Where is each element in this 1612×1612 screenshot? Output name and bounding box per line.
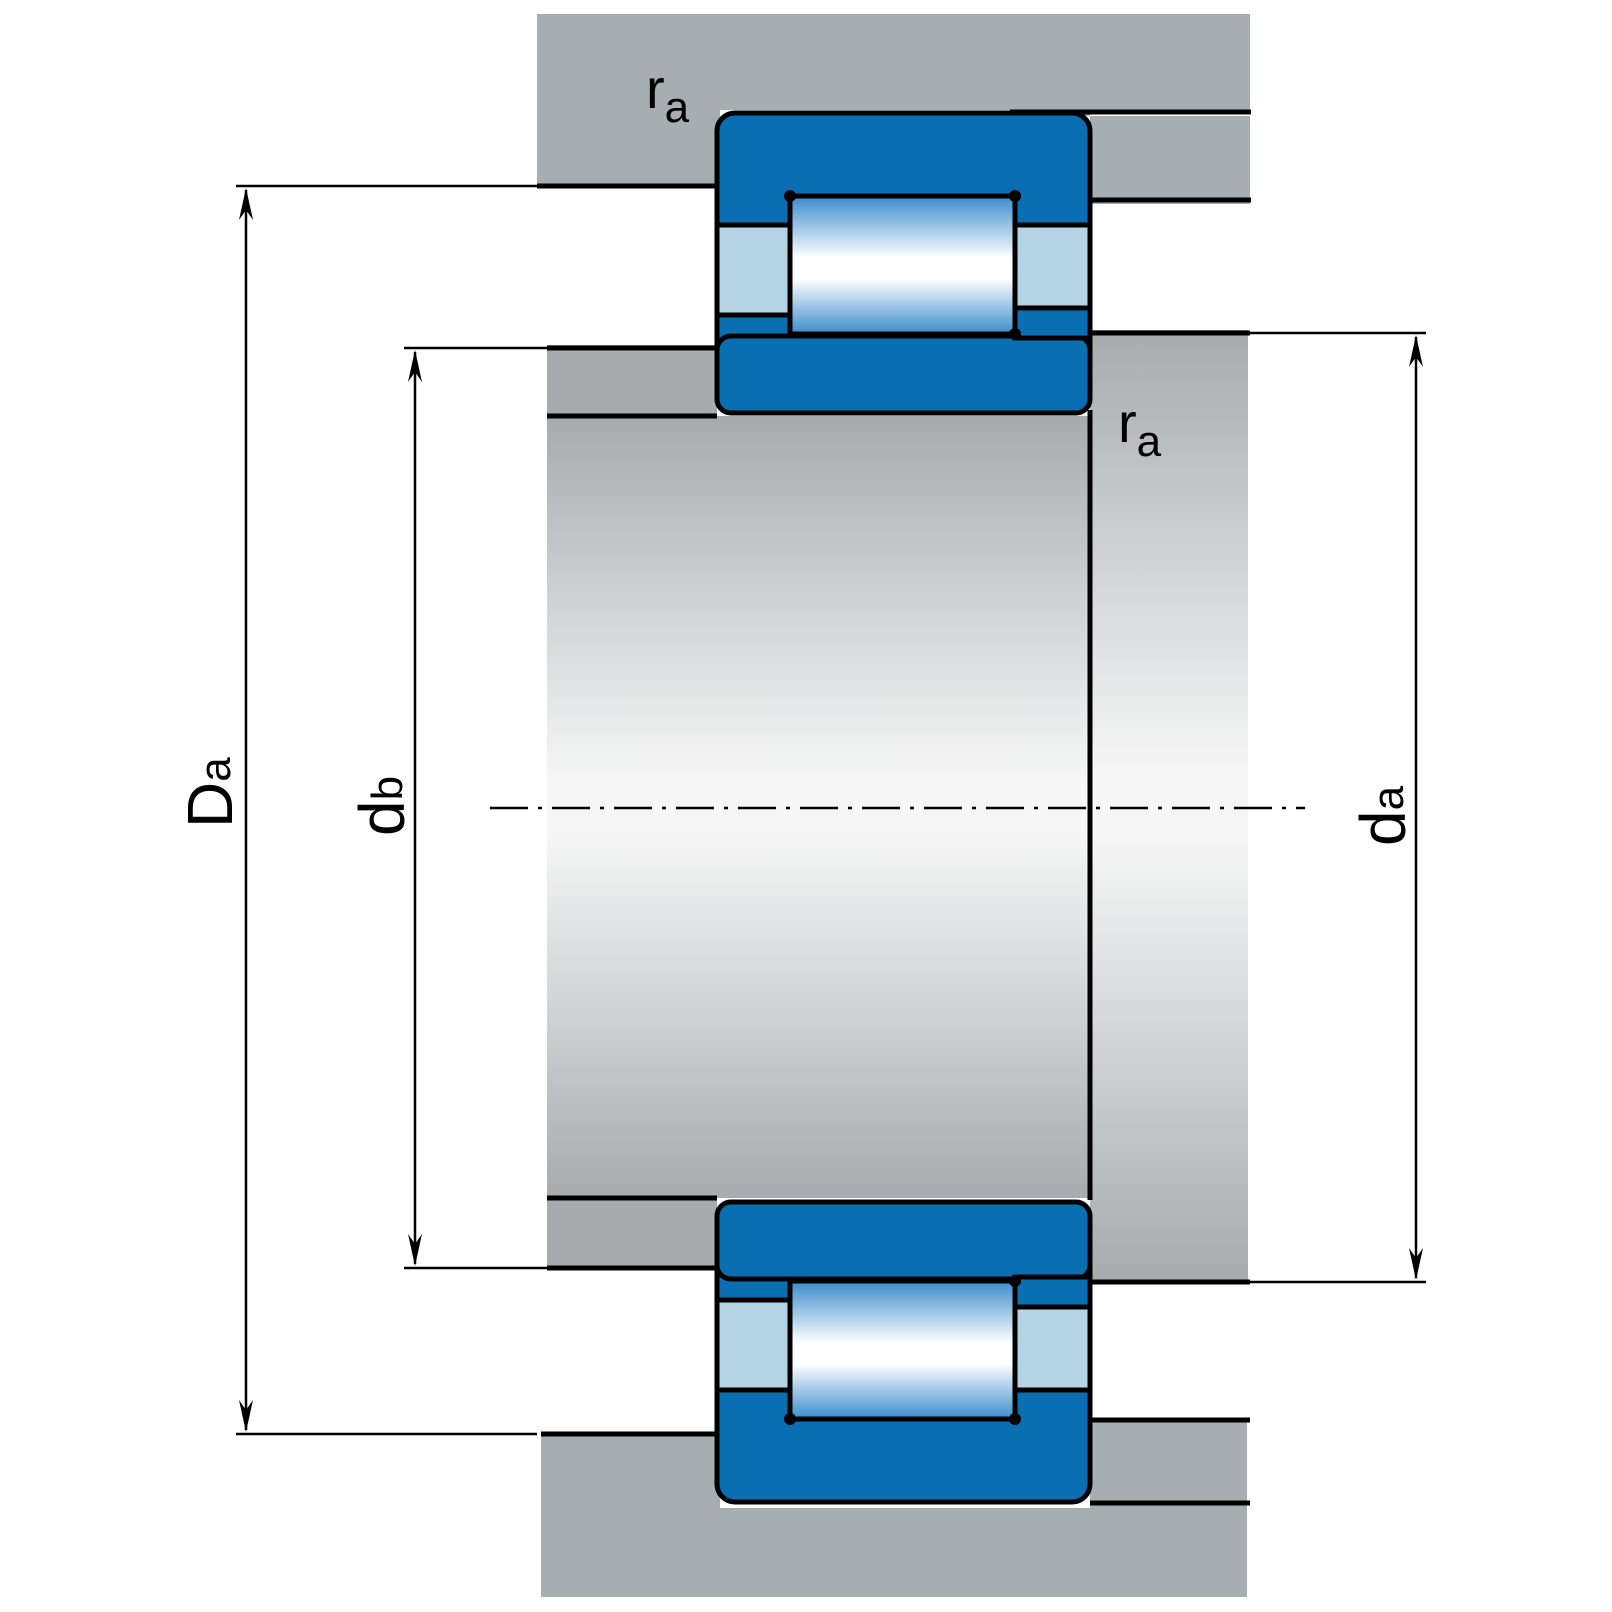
bearing-top: [714, 110, 1093, 416]
roller-corner-dots-bottom: [784, 1275, 1021, 1425]
label-ra-housing: ra: [646, 57, 690, 132]
arrow-Da-top: [239, 188, 253, 220]
shaft-shoulder: [1090, 330, 1248, 1280]
arrow-da-bottom: [1409, 1248, 1423, 1280]
shaft-lower-seat: [547, 1197, 717, 1269]
arrow-db-top: [408, 350, 422, 382]
contour-lines: [537, 109, 1251, 1506]
label-db: db: [346, 776, 418, 836]
dimension-lines: [236, 184, 1426, 1436]
arrow-da-top: [1409, 335, 1423, 367]
roller-corner-dots-top: [784, 190, 1021, 340]
label-ra-shaft: ra: [1118, 391, 1162, 466]
bearing-bottom: [714, 1199, 1093, 1505]
arrow-db-bottom: [408, 1234, 422, 1266]
housing-top-bore: [537, 14, 720, 186]
label-da: da: [1347, 785, 1419, 846]
roller-top: [787, 193, 1018, 337]
inner-ring-top: [714, 333, 1093, 416]
inner-ring-bottom: [714, 1199, 1093, 1282]
housing-bottom-shoulder: [1090, 1418, 1247, 1502]
roller-bottom: [787, 1278, 1018, 1422]
dimension-arrows: [239, 188, 1423, 1432]
arrow-Da-bottom: [239, 1400, 253, 1432]
shaft: [547, 330, 1248, 1280]
inner-ring-flange-bottom: [1012, 1274, 1093, 1310]
label-Da: Da: [174, 757, 246, 828]
shaft-upper-seat: [547, 345, 717, 417]
housing-top-shoulder: [1090, 116, 1250, 200]
inner-ring-flange-top: [1012, 305, 1093, 341]
